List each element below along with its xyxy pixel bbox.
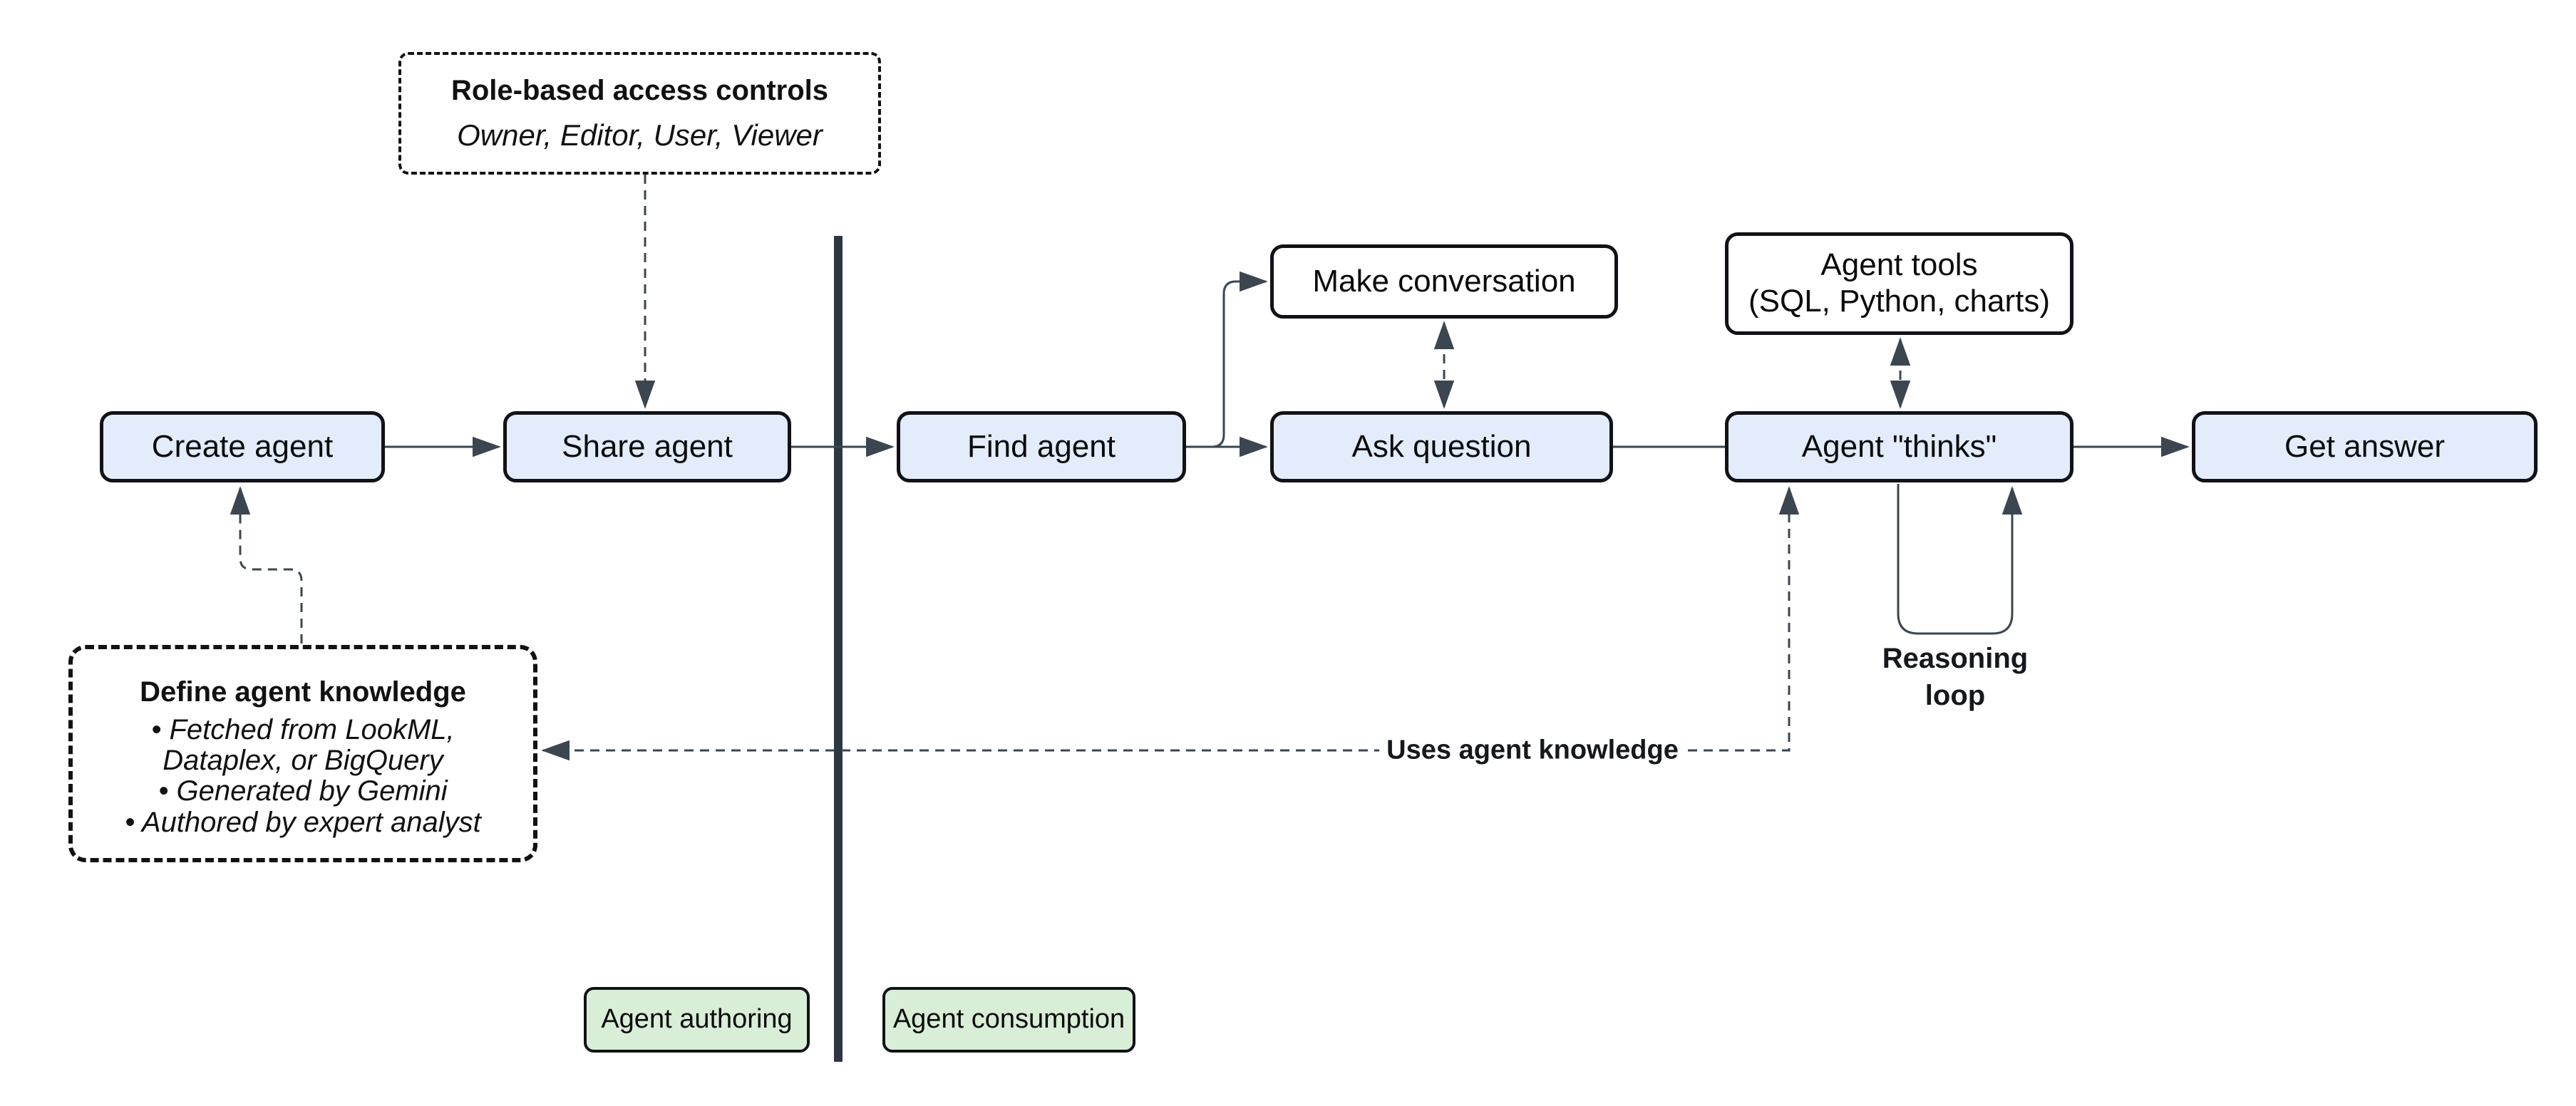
node-get-answer: Get answer: [2192, 411, 2538, 482]
badge-label: Agent consumption: [892, 1004, 1125, 1035]
node-label: Ask question: [1351, 428, 1532, 464]
edge-reasoning-loop: [1897, 484, 2023, 635]
node-label: Make conversation: [1312, 263, 1576, 299]
badge-agent-authoring: Agent authoring: [584, 987, 810, 1053]
node-label: Agent tools: [1820, 247, 1978, 283]
badge-agent-consumption: Agent consumption: [882, 987, 1135, 1053]
node-label: Find agent: [967, 428, 1116, 464]
node-create-agent: Create agent: [100, 411, 385, 482]
node-label: Share agent: [562, 428, 733, 464]
node-agent-thinks: Agent "thinks": [1725, 411, 2073, 482]
note-title: Role-based access controls: [450, 74, 829, 106]
note-subtitle: Owner, Editor, User, Viewer: [457, 118, 823, 152]
knowledge-bullet: • Authored by expert analyst: [125, 806, 481, 838]
node-make-conversation: Make conversation: [1270, 244, 1618, 319]
node-find-agent: Find agent: [897, 411, 1186, 482]
badge-label: Agent authoring: [601, 1004, 793, 1035]
note-title: Define agent knowledge: [140, 676, 466, 708]
knowledge-bullet: • Fetched from LookML, Dataplex, or BigQ…: [151, 714, 455, 777]
node-label: Create agent: [151, 428, 334, 464]
label-reasoning-loop: Reasoning loop: [1882, 643, 2029, 711]
note-define-agent-knowledge: Define agent knowledge • Fetched from Lo…: [68, 645, 537, 862]
node-share-agent: Share agent: [503, 411, 791, 482]
node-agent-tools: Agent tools (SQL, Python, charts): [1725, 232, 2073, 335]
note-role-based-access: Role-based access controls Owner, Editor…: [398, 52, 881, 175]
zone-divider: [834, 236, 843, 1062]
edge-find-to-make-conversation: [1200, 271, 1268, 448]
edge-uses-agent-knowledge: [541, 486, 1800, 761]
node-label: Get answer: [2284, 428, 2445, 464]
knowledge-bullet: • Generated by Gemini: [158, 775, 448, 807]
node-sublabel: (SQL, Python, charts): [1748, 284, 2051, 319]
node-ask-question: Ask question: [1270, 411, 1613, 482]
node-label: Agent "thinks": [1801, 428, 1997, 464]
edge-define-to-create: [230, 486, 303, 644]
label-uses-agent-knowledge: Uses agent knowledge: [1379, 735, 1686, 766]
